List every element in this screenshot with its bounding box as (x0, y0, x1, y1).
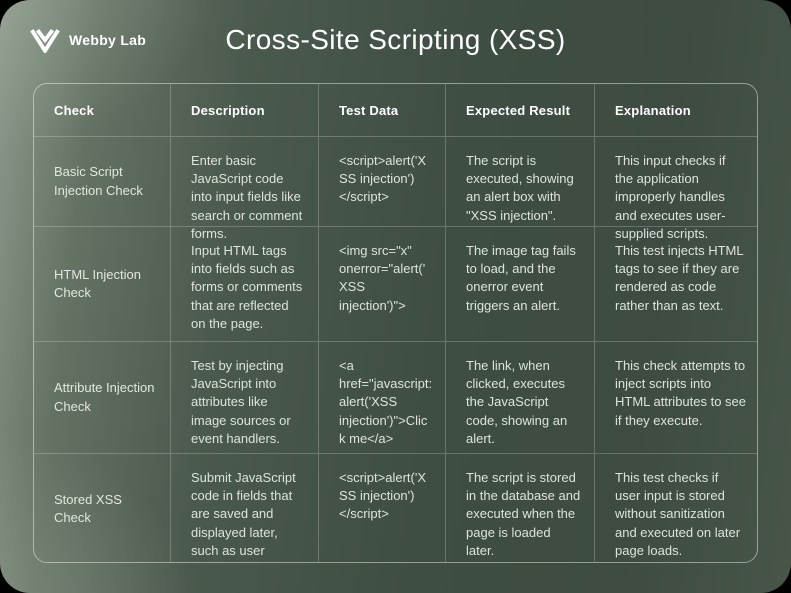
cell-check: HTML Injection Check (34, 226, 171, 341)
cell-description: Submit JavaScript code in fields that ar… (171, 453, 319, 562)
cell-description: Enter basic JavaScript code into input f… (171, 136, 319, 241)
cell-expected-result: The link, when clicked, executes the Jav… (446, 341, 595, 453)
cell-expected-result: The image tag fails to load, and the one… (446, 226, 595, 341)
cell-check: Stored XSS Check (34, 453, 171, 562)
cell-check: Basic Script Injection Check (34, 136, 171, 226)
column-header-test-data: Test Data (319, 84, 446, 136)
cell-description: Test by injecting JavaScript into attrib… (171, 341, 319, 453)
column-header-expected-result: Expected Result (446, 84, 595, 136)
cell-test-data: <img src="x" onerror="alert('XSS injecti… (319, 226, 446, 341)
cell-explanation: This test checks if user input is stored… (595, 453, 757, 562)
cell-expected-result: The script is executed, showing an alert… (446, 136, 595, 226)
column-header-check: Check (34, 84, 171, 136)
cell-test-data: <script>alert('XSS injection')</script> (319, 453, 446, 562)
column-header-description: Description (171, 84, 319, 136)
xss-table: Check Description Test Data Expected Res… (33, 83, 758, 563)
page-title: Cross-Site Scripting (XSS) (225, 24, 566, 55)
column-header-explanation: Explanation (615, 102, 691, 118)
cell-explanation: This test injects HTML tags to see if th… (595, 226, 757, 341)
cell-check: Attribute Injection Check (34, 341, 171, 453)
cell-test-data: <a href="javascript:alert('XSS injection… (319, 341, 446, 453)
cell-explanation: This check attempts to inject scripts in… (595, 341, 757, 453)
webbylab-w-icon (30, 28, 60, 53)
cell-test-data: <script>alert('XSS injection')</script> (319, 136, 446, 226)
brand-name: Webby Lab (69, 32, 147, 48)
cell-explanation: This input checks if the application imp… (595, 136, 757, 241)
cell-description: Input HTML tags into fields such as form… (171, 226, 319, 341)
brand-logo: Webby Lab (30, 25, 146, 55)
cell-expected-result: The script is stored in the database and… (446, 453, 595, 562)
